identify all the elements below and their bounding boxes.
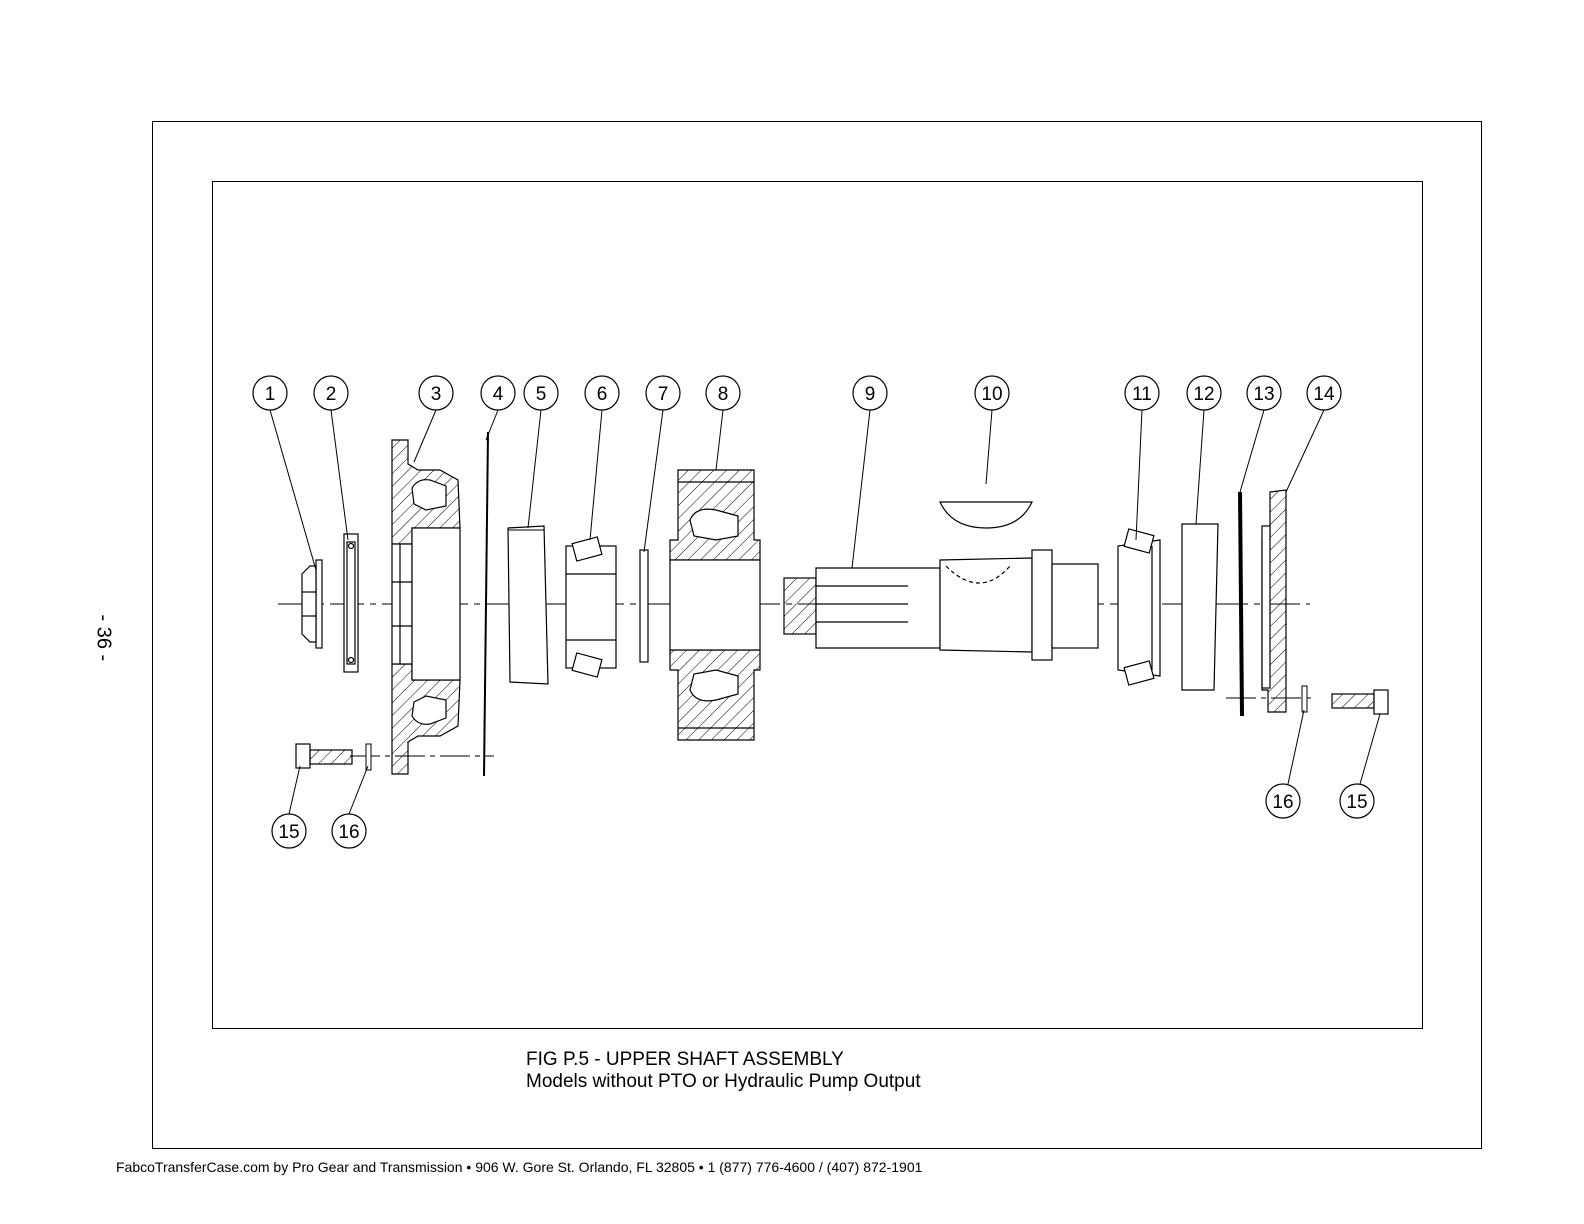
hex-nut-part [301, 559, 323, 649]
callout-6: 6 [584, 375, 620, 411]
callout-15-left: 15 [271, 813, 307, 849]
svg-text:5: 5 [536, 384, 547, 405]
svg-text:11: 11 [1132, 384, 1152, 405]
svg-text:7: 7 [658, 384, 669, 405]
bearing-cone-part [565, 536, 617, 678]
end-cover-part [1261, 489, 1287, 713]
svg-text:8: 8 [718, 384, 729, 405]
inner-frame [212, 181, 1423, 1029]
woodruff-key-part [939, 501, 1033, 529]
svg-text:2: 2 [326, 384, 337, 405]
gear-part [669, 469, 761, 741]
svg-text:14: 14 [1313, 384, 1335, 405]
callout-16-left: 16 [331, 813, 367, 849]
svg-text:1: 1 [265, 384, 276, 405]
leader-lines [269, 409, 1381, 815]
callout-16-right: 16 [1265, 783, 1301, 819]
bearing-cup-right-part [1181, 523, 1219, 691]
callout-10: 10 [974, 375, 1010, 411]
callout-13: 13 [1246, 375, 1282, 411]
svg-text:16: 16 [1272, 792, 1293, 813]
svg-text:15: 15 [1346, 792, 1367, 813]
upper-shaft-part [783, 549, 1099, 661]
callout-5: 5 [523, 375, 559, 411]
svg-text:4: 4 [493, 384, 504, 405]
callout-15-right: 15 [1339, 783, 1375, 819]
callout-12: 12 [1186, 375, 1222, 411]
gasket-right-part [1238, 491, 1244, 717]
bearing-cone-right-part [1117, 528, 1161, 686]
figure-subtitle: Models without PTO or Hydraulic Pump Out… [526, 1071, 921, 1092]
callout-14: 14 [1306, 375, 1342, 411]
svg-text:9: 9 [865, 384, 876, 405]
callout-2: 2 [313, 375, 349, 411]
hex-bolt-right-part [1331, 689, 1389, 715]
callout-1: 1 [252, 375, 288, 411]
callout-7: 7 [645, 375, 681, 411]
svg-text:16: 16 [338, 822, 359, 843]
svg-text:15: 15 [278, 822, 299, 843]
gasket-part [483, 431, 489, 777]
bearing-cup-part [507, 525, 549, 685]
callout-11: 11 [1124, 375, 1160, 411]
lock-washer-right-part [1301, 685, 1308, 713]
outer-frame [152, 121, 1482, 1149]
footer-contact: FabcoTransferCase.com by Pro Gear and Tr… [116, 1159, 923, 1175]
oil-seal-part [343, 533, 359, 673]
callout-4: 4 [480, 375, 516, 411]
svg-text:6: 6 [597, 384, 608, 405]
svg-text:3: 3 [431, 384, 442, 405]
hex-bolt-left-part [295, 743, 353, 769]
callout-8: 8 [705, 375, 741, 411]
figure-title: FIG P.5 - UPPER SHAFT ASSEMBLY [526, 1049, 844, 1070]
svg-text:12: 12 [1193, 384, 1214, 405]
lock-washer-left-part [365, 743, 372, 771]
bearing-retainer-part [391, 439, 461, 775]
figure-caption: FIG P.5 - UPPER SHAFT ASSEMBLY Models wi… [526, 1049, 921, 1093]
callout-9: 9 [852, 375, 888, 411]
callout-3: 3 [418, 375, 454, 411]
svg-text:13: 13 [1253, 384, 1274, 405]
svg-text:10: 10 [981, 384, 1002, 405]
